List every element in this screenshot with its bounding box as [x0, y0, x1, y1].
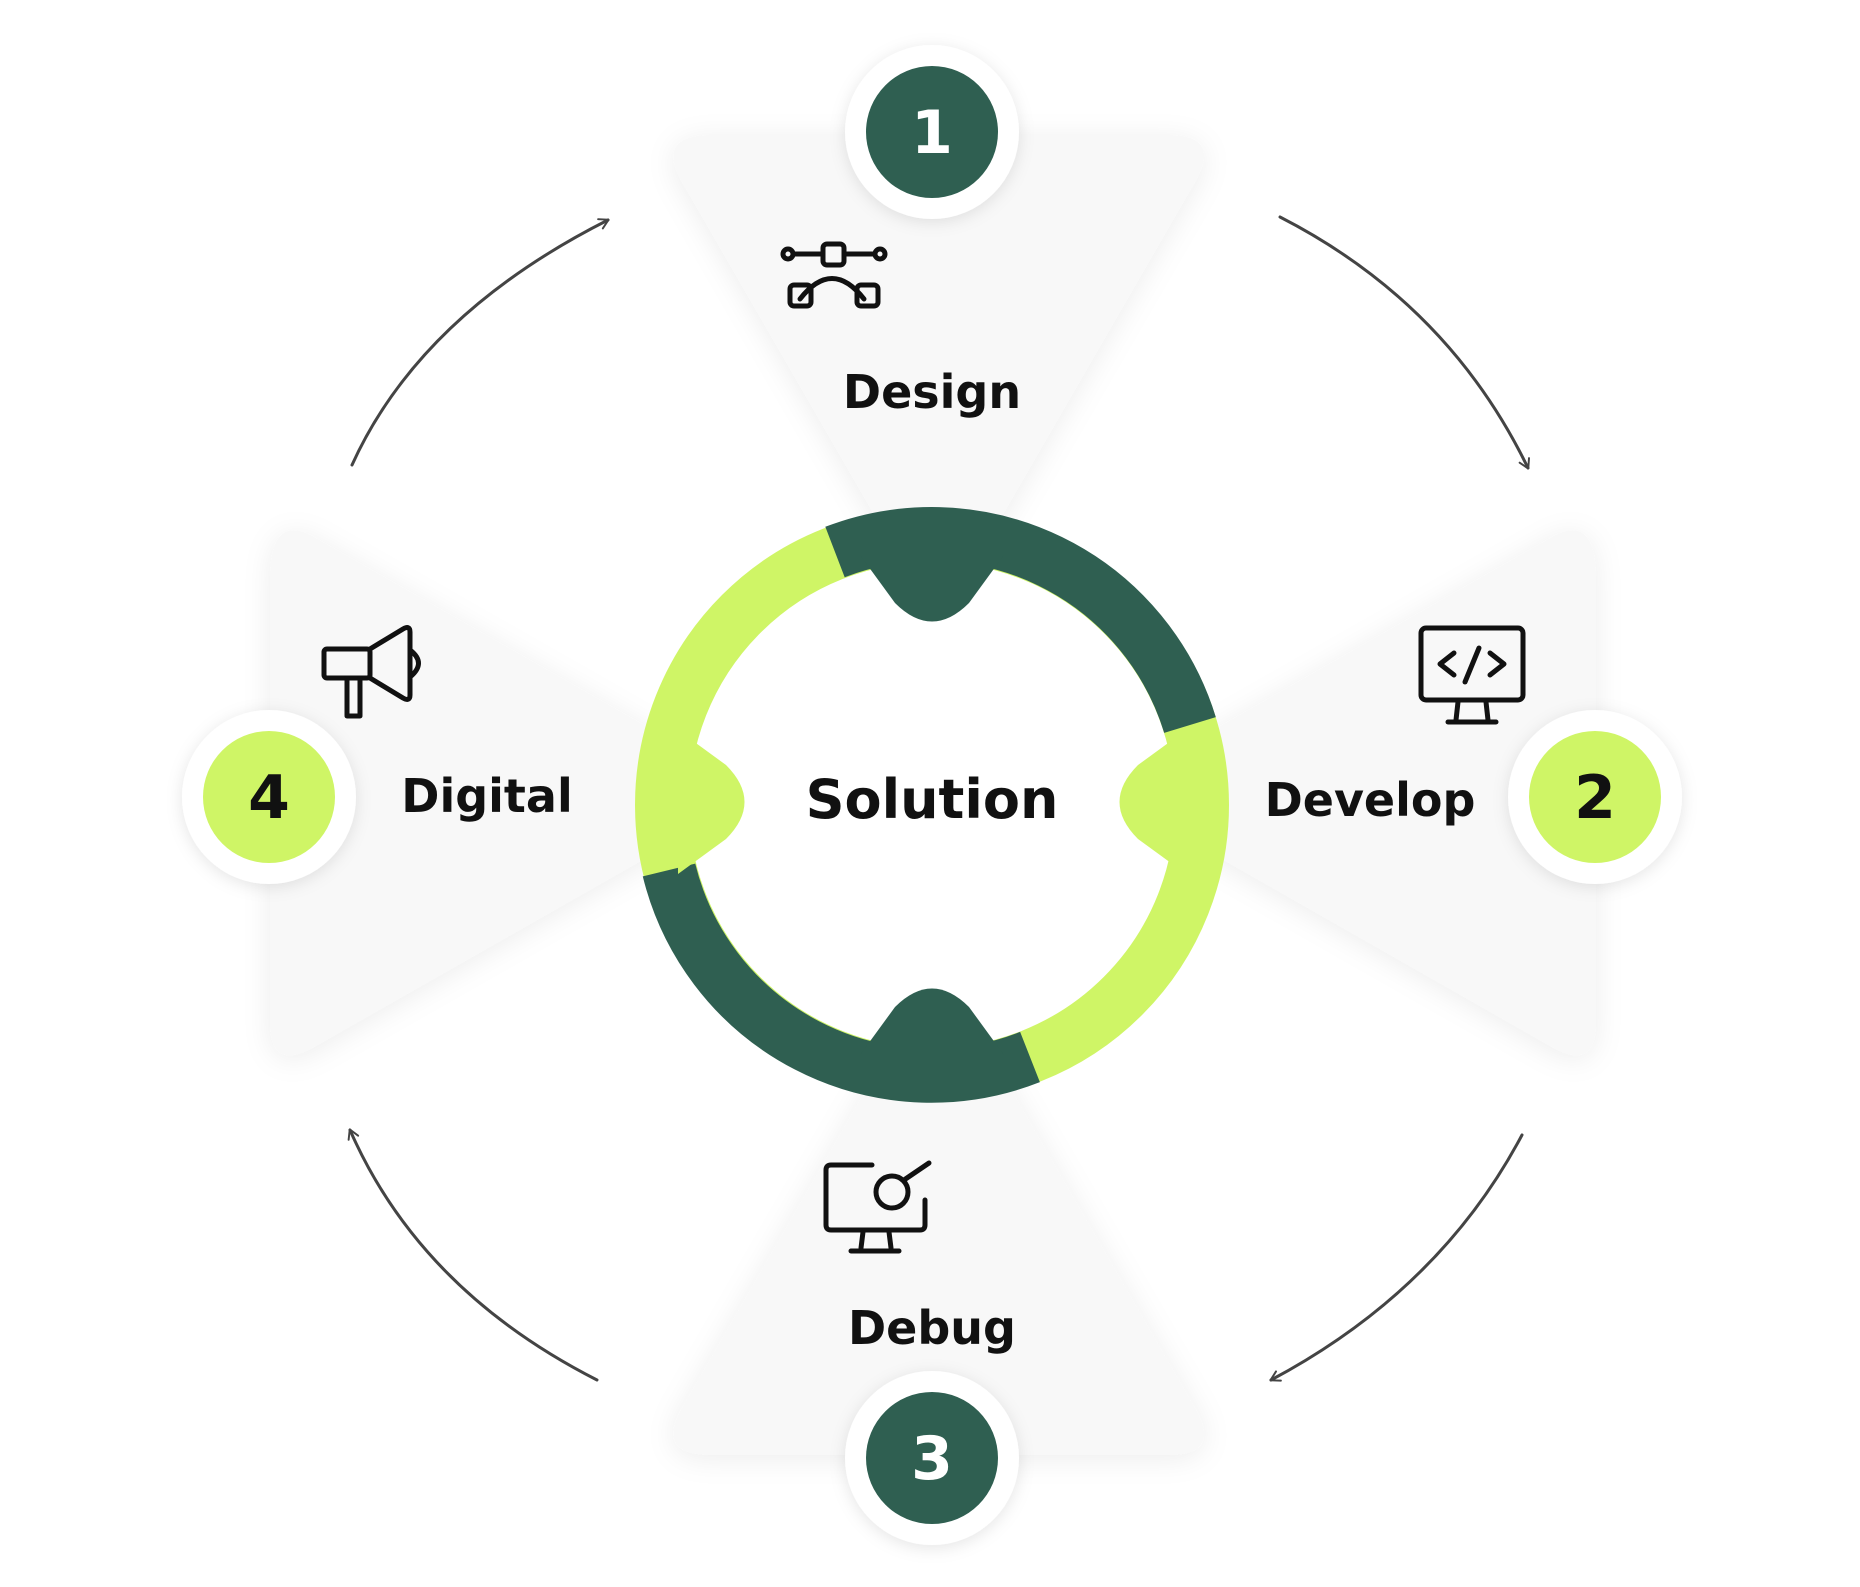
cycle-arrow-1-to-2	[1278, 215, 1530, 470]
step-badge-1: 1	[845, 45, 1019, 219]
cycle-arrow-2-to-3	[1269, 1133, 1524, 1382]
step-label-develop: Develop	[1265, 773, 1476, 827]
step-card-digital	[270, 530, 738, 1056]
monitor-search-icon	[823, 1160, 932, 1254]
center-label: Solution	[806, 768, 1059, 831]
step-card-design	[673, 135, 1204, 584]
step-badge-4: 4	[182, 710, 356, 884]
step-number-1: 1	[911, 98, 953, 168]
megaphone-icon	[321, 625, 421, 719]
step-card-debug	[673, 1006, 1204, 1455]
step-label-design: Design	[843, 365, 1021, 419]
step-badge-2: 2	[1508, 710, 1682, 884]
step-label-debug: Debug	[848, 1301, 1016, 1355]
ring-tab-bottom	[860, 988, 1004, 1055]
step-badge-3: 3	[845, 1371, 1019, 1545]
code-monitor-icon	[1418, 625, 1526, 725]
cycle-arrow-4-to-1	[350, 218, 610, 467]
step-label-digital: Digital	[401, 769, 572, 823]
step-number-3: 3	[911, 1424, 953, 1494]
ring-tab-top	[860, 555, 1004, 622]
ring-tab-right	[1119, 730, 1186, 874]
cycle-arrow-3-to-4	[347, 1128, 599, 1382]
center-ring	[635, 507, 1229, 1103]
step-number-4: 4	[248, 763, 290, 833]
bezier-pen-icon	[780, 241, 888, 309]
step-number-2: 2	[1574, 763, 1616, 833]
ring-tab-left	[678, 730, 745, 874]
step-card-develop	[1128, 530, 1596, 1056]
